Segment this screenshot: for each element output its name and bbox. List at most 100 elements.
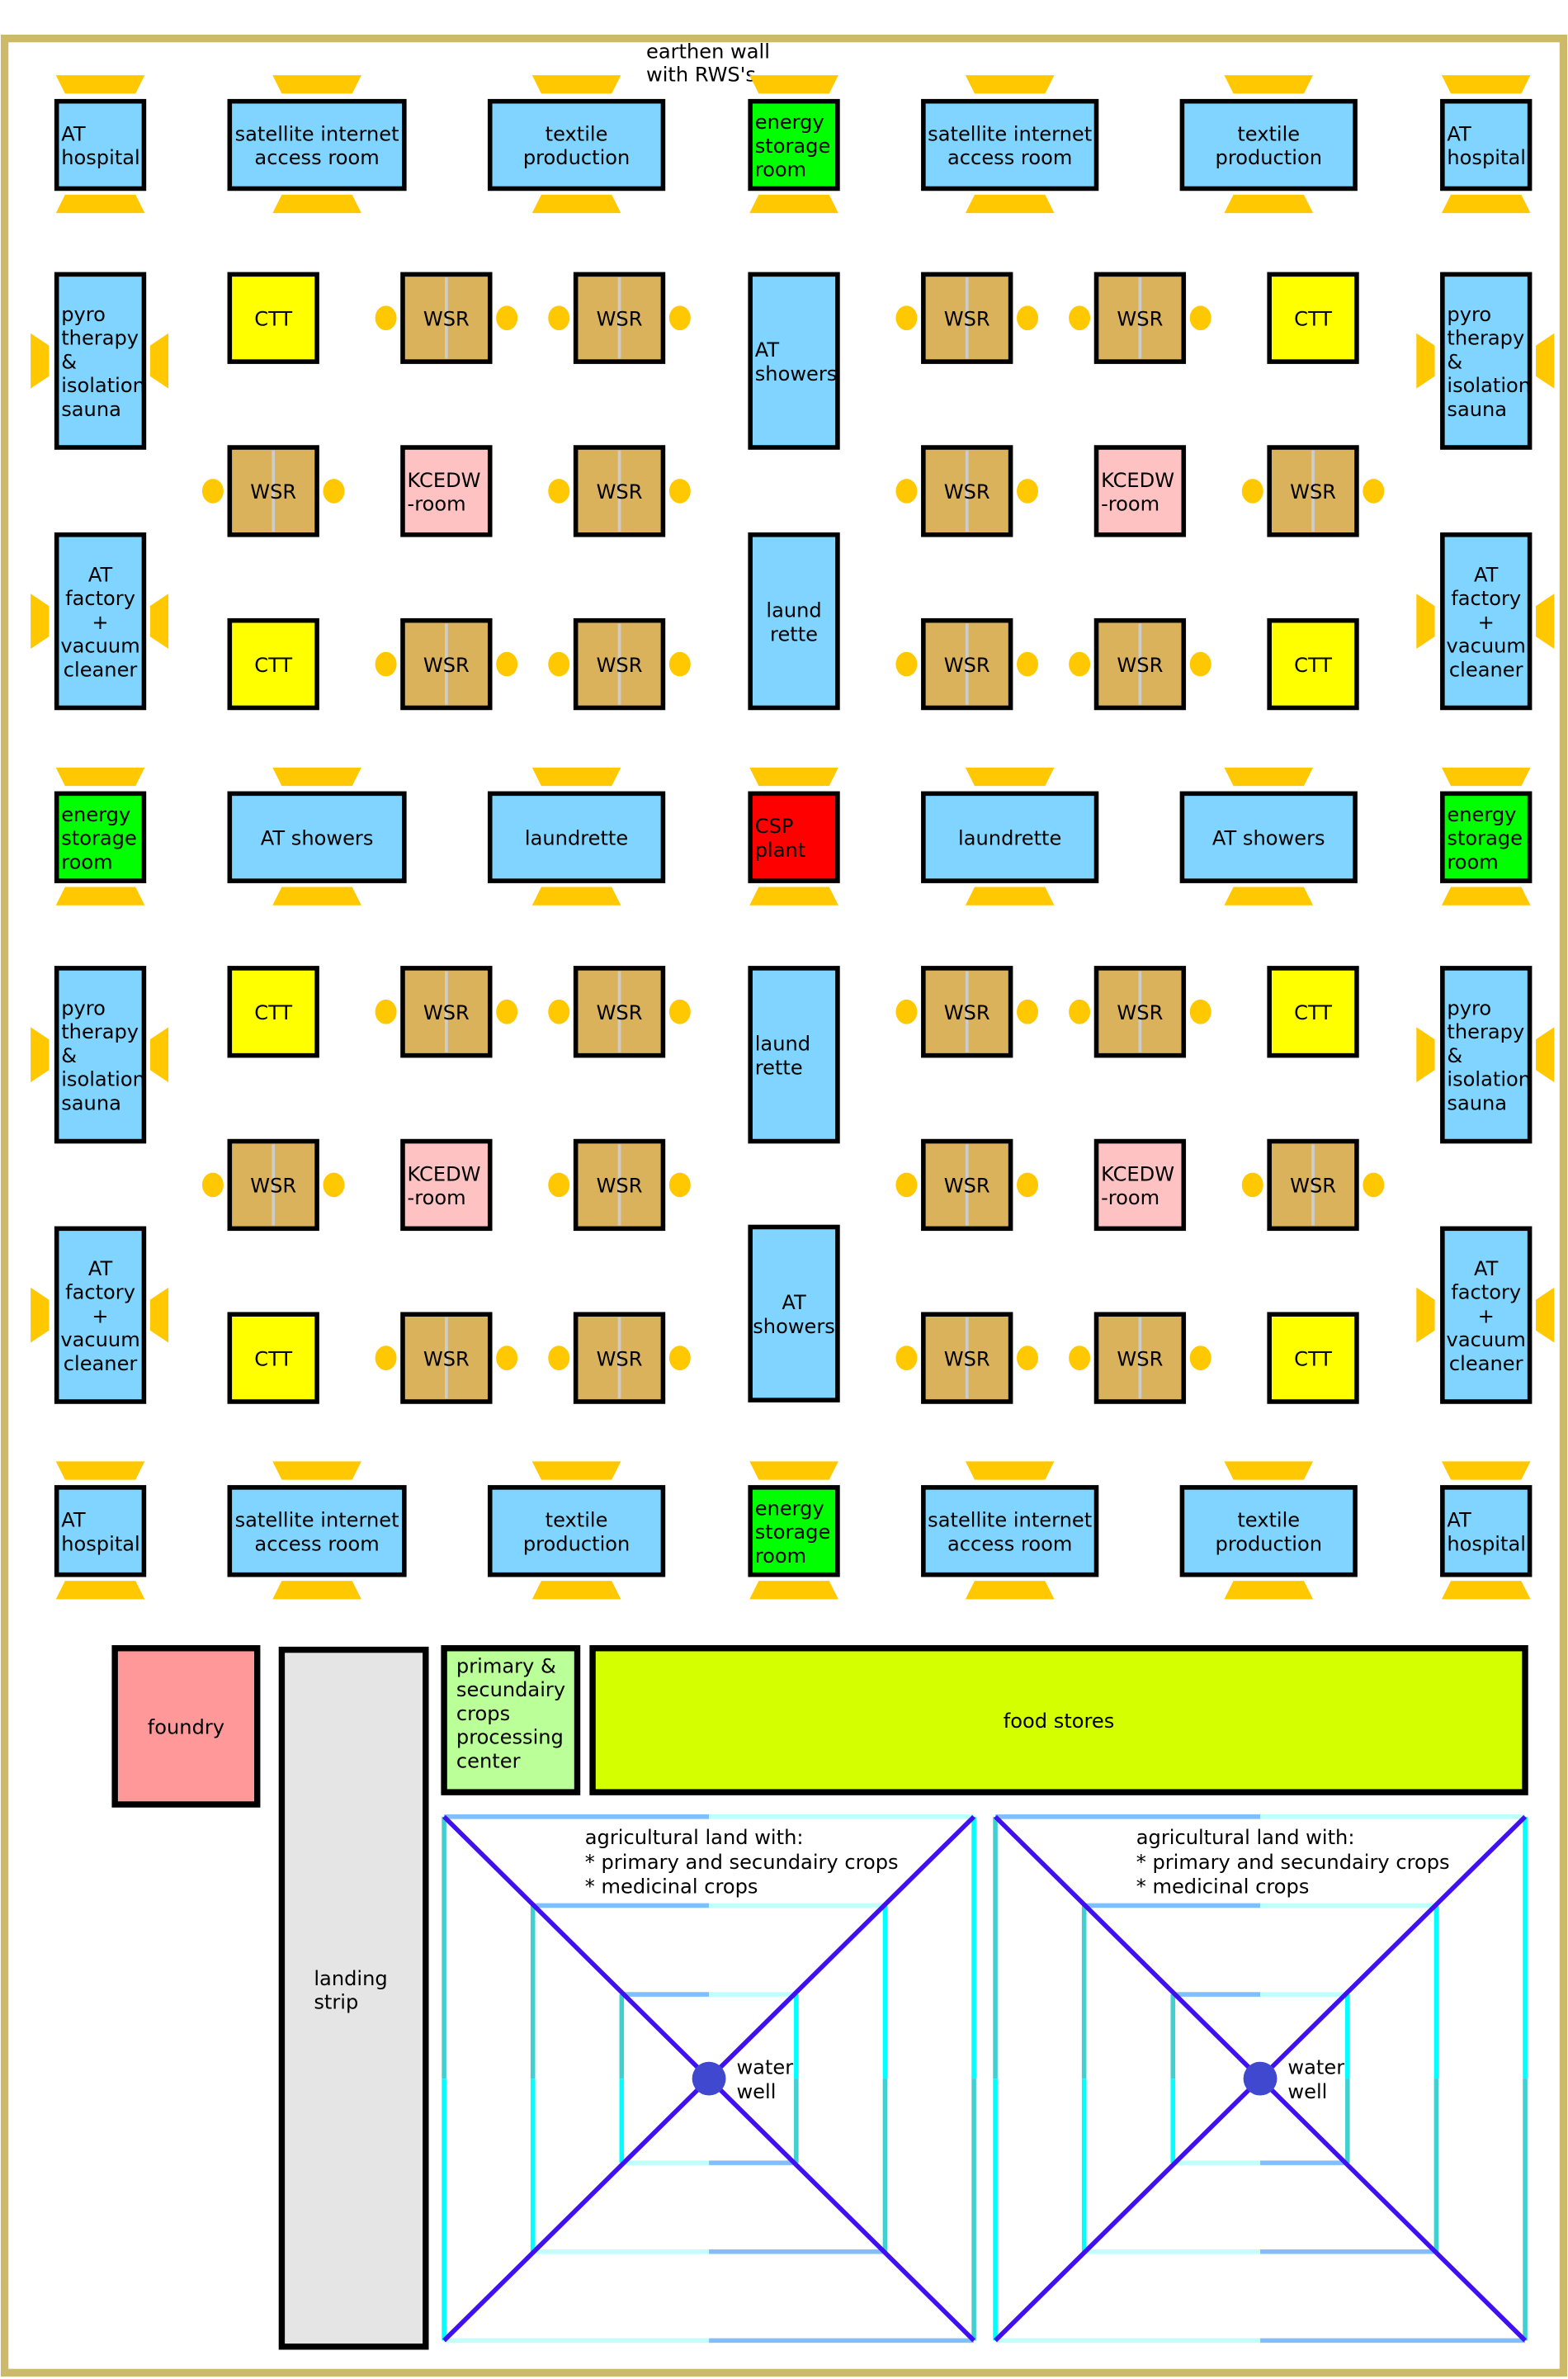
light-dot-icon: [201, 479, 224, 504]
building-label: storage: [61, 827, 137, 850]
building-ctt: CTT: [227, 617, 319, 711]
building-label: storage: [1447, 827, 1523, 850]
building-label: WSR: [944, 1347, 990, 1370]
building-label: vacuum: [60, 1328, 139, 1351]
light-fixture-icon: [749, 1581, 838, 1600]
building-label: WSR: [944, 308, 990, 331]
light-dot-icon: [323, 1172, 345, 1198]
building-label: cleaner: [64, 658, 138, 681]
light-fixture-icon: [272, 767, 361, 787]
well-label: water: [736, 2056, 793, 2079]
building-label: room: [61, 850, 112, 873]
building-outline: [54, 98, 147, 192]
light-fixture-icon: [1441, 194, 1531, 214]
building-label: WSR: [597, 1347, 643, 1370]
building-label: WSR: [597, 308, 643, 331]
building-label: CTT: [254, 1347, 292, 1370]
building-label: satellite internet: [235, 1509, 399, 1532]
light-dot-icon: [1241, 1172, 1263, 1198]
building-at-showers: AT showers: [1179, 791, 1358, 883]
light-fixture-icon: [55, 767, 145, 787]
building-foundry: foundry: [111, 1645, 261, 1808]
building-ctt: CTT: [1267, 966, 1359, 1058]
light-fixture-icon: [1224, 887, 1314, 906]
light-fixture-icon: [55, 887, 145, 906]
building-label: plant: [755, 839, 806, 862]
light-dot-icon: [1069, 999, 1091, 1024]
light-dot-icon: [895, 305, 918, 331]
building-label: hospital: [1447, 146, 1526, 169]
building-outline: [921, 98, 1099, 192]
building-outline: [1179, 791, 1358, 883]
building-label: WSR: [944, 480, 990, 504]
light-dot-icon: [375, 305, 397, 331]
light-fixture-icon: [31, 1287, 50, 1343]
light-fixture-icon: [1224, 75, 1314, 94]
building-wsr: WSR: [548, 1312, 691, 1404]
building-wsr: WSR: [1069, 272, 1211, 364]
building-outline: [1093, 1138, 1187, 1232]
light-fixture-icon: [272, 887, 361, 906]
building-outline: [748, 1485, 840, 1577]
building-label: &: [61, 1044, 77, 1067]
building-label: textile: [545, 1509, 608, 1532]
earthen-wall: [0, 34, 1568, 2377]
building-food-stores: food stores: [589, 1645, 1528, 1795]
building-label: WSR: [597, 480, 643, 504]
building-kcedw-room: KCEDW-room: [1093, 445, 1187, 537]
field-label: * medicinal crops: [1136, 1875, 1310, 1899]
light-fixture-icon: [55, 75, 145, 94]
field-label: * primary and secundairy crops: [1136, 1851, 1450, 1874]
building-outline: [1267, 1312, 1359, 1404]
building-label: laundrette: [958, 827, 1061, 850]
building-label: WSR: [944, 1175, 990, 1198]
building-label: hospital: [61, 1532, 140, 1555]
building-label: energy: [755, 111, 824, 134]
light-fixture-icon: [531, 767, 621, 787]
building-label: textile: [1237, 122, 1300, 145]
building-label: showers: [755, 362, 838, 385]
light-dot-icon: [1017, 1172, 1039, 1198]
building-label: sauna: [1447, 398, 1507, 421]
building-laundrette: laundrette: [487, 791, 666, 883]
light-fixture-icon: [749, 1461, 838, 1480]
building-label: WSR: [423, 1347, 470, 1370]
building-outline: [111, 1645, 261, 1808]
light-fixture-icon: [149, 333, 169, 389]
building-outline: [1179, 98, 1358, 192]
building-outline: [748, 966, 840, 1144]
light-fixture-icon: [749, 767, 838, 787]
building-label: therapy: [1447, 1020, 1524, 1043]
building-label: CTT: [1294, 308, 1332, 331]
building-outline: [748, 272, 840, 450]
light-fixture-icon: [272, 194, 361, 214]
building-outline: [227, 966, 319, 1058]
light-fixture-icon: [1224, 1461, 1314, 1480]
building-label: +: [1478, 611, 1495, 634]
building-outline: [54, 1226, 147, 1404]
light-fixture-icon: [31, 594, 50, 650]
light-dot-icon: [323, 479, 345, 504]
light-dot-icon: [1241, 479, 1263, 504]
building-wsr: WSR: [1069, 617, 1211, 711]
building-label: sauna: [61, 1092, 121, 1115]
light-fixture-icon: [531, 1461, 621, 1480]
building-outline: [748, 791, 840, 883]
building-label: &: [1447, 1044, 1462, 1067]
light-fixture-icon: [149, 1027, 169, 1083]
building-label: -room: [1101, 493, 1159, 516]
light-dot-icon: [1017, 999, 1039, 1024]
light-fixture-icon: [1416, 594, 1435, 650]
building-outline: [441, 1645, 581, 1795]
